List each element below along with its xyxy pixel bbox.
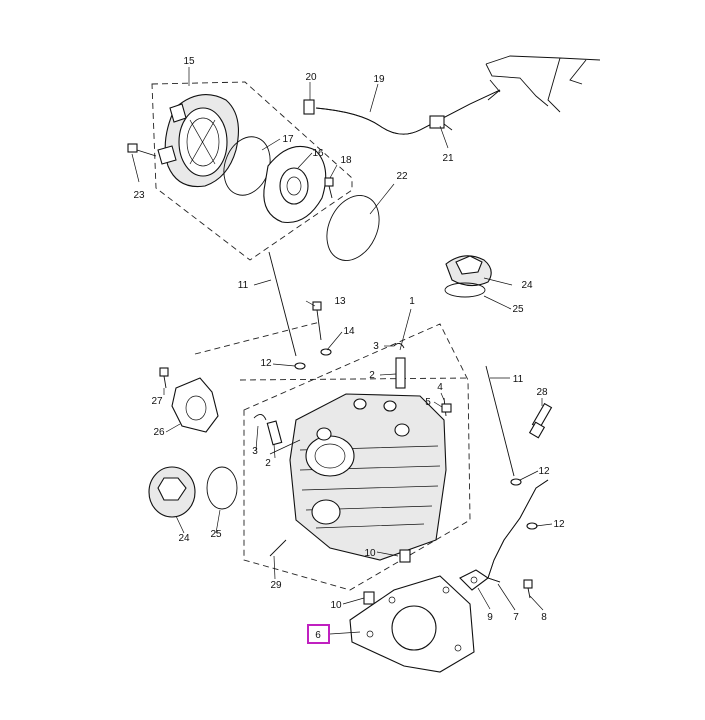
oil-filter-cover-assembly (127, 81, 389, 269)
part-14-washer[interactable] (320, 348, 332, 356)
part-24-plug-left[interactable] (148, 466, 196, 518)
part-10-dowel-b[interactable] (363, 591, 375, 605)
part-8-bolt[interactable] (523, 579, 533, 599)
callout-25-left[interactable]: 25 (210, 529, 222, 540)
callout-labels: 15 20 19 21 17 16 18 23 22 11 13 14 12 1… (133, 56, 565, 641)
part-12-washer-right-a[interactable] (510, 478, 522, 486)
callout-5[interactable]: 5 (425, 397, 431, 408)
callout-27[interactable]: 27 (151, 396, 163, 407)
part-5-nut[interactable] (441, 403, 452, 413)
part-18-bolt[interactable] (324, 177, 334, 199)
part-26-cover[interactable] (171, 377, 219, 433)
part-15-cover-housing[interactable] (157, 94, 239, 188)
part-11-right-stud[interactable] (485, 365, 515, 477)
callout-13[interactable]: 13 (334, 296, 346, 307)
callout-9[interactable]: 9 (487, 612, 493, 623)
callout-21[interactable]: 21 (442, 153, 454, 164)
callout-24-left[interactable]: 24 (178, 533, 190, 544)
part-28-spark-plug[interactable] (528, 402, 553, 439)
part-6-head-gasket[interactable] (349, 575, 475, 673)
callout-12-left[interactable]: 12 (260, 358, 272, 369)
callout-25-top[interactable]: 25 (512, 304, 524, 315)
part-13-bolt[interactable] (312, 301, 322, 341)
part-6-highlight-box (307, 624, 330, 644)
callout-3-top[interactable]: 3 (373, 341, 379, 352)
callout-12-right-b[interactable]: 12 (553, 519, 565, 530)
callout-10-upper[interactable]: 10 (364, 548, 376, 559)
callout-6[interactable]: 6 (315, 630, 321, 641)
callout-19[interactable]: 19 (373, 74, 385, 85)
part-29-stud[interactable] (269, 539, 287, 557)
callout-10-lower[interactable]: 10 (330, 600, 342, 611)
part-2-valve-guide-left[interactable] (266, 420, 283, 446)
oil-pipe-assembly (459, 478, 549, 599)
breather-hose-assembly (303, 55, 601, 135)
part-25-o-ring-left[interactable] (206, 466, 238, 510)
callout-2-top[interactable]: 2 (369, 370, 375, 381)
callout-8[interactable]: 8 (541, 612, 547, 623)
callout-3-left[interactable]: 3 (252, 446, 258, 457)
callout-7[interactable]: 7 (513, 612, 519, 623)
part-2-valve-guide-top[interactable] (395, 357, 406, 389)
callout-26[interactable]: 26 (153, 427, 165, 438)
part-11-left-stud[interactable] (268, 251, 297, 357)
callout-24-top[interactable]: 24 (521, 280, 533, 291)
callout-11-left[interactable]: 11 (238, 280, 249, 291)
callout-18[interactable]: 18 (340, 155, 352, 166)
callout-2-left[interactable]: 2 (265, 458, 271, 469)
callout-29[interactable]: 29 (270, 580, 282, 591)
part-12-washer-left[interactable] (294, 362, 306, 370)
part-23-bolt[interactable] (127, 143, 157, 157)
part-7-oil-pipe[interactable] (487, 479, 549, 583)
part-24-plug-top[interactable] (445, 255, 492, 287)
part-12-washer-right-b[interactable] (526, 522, 538, 530)
callout-28[interactable]: 28 (536, 387, 548, 398)
callout-4[interactable]: 4 (437, 382, 443, 393)
leader-lines (131, 67, 553, 635)
callout-12-right-a[interactable]: 12 (538, 466, 550, 477)
part-20-clip[interactable] (303, 99, 315, 115)
part-3-clip-top[interactable] (393, 343, 405, 349)
part-22-large-o-ring[interactable] (317, 187, 389, 269)
part-1-cylinder-head[interactable] (289, 393, 447, 561)
callout-17[interactable]: 17 (282, 134, 294, 145)
part-9-gasket[interactable] (459, 569, 489, 591)
part-25-o-ring-top[interactable] (444, 282, 486, 298)
part-27-bolt[interactable] (159, 367, 169, 389)
callout-11-right[interactable]: 11 (513, 374, 524, 385)
part-21-clamp[interactable] (429, 115, 453, 131)
callout-16[interactable]: 16 (312, 148, 324, 159)
part-10-dowel-a[interactable] (399, 549, 411, 563)
callout-14[interactable]: 14 (343, 326, 355, 337)
callout-23[interactable]: 23 (133, 190, 145, 201)
callout-20[interactable]: 20 (305, 72, 317, 83)
callout-15[interactable]: 15 (183, 56, 195, 67)
callout-22[interactable]: 22 (396, 171, 408, 182)
callout-1[interactable]: 1 (409, 296, 415, 307)
part-16-plate[interactable] (263, 145, 327, 224)
part-3-clip-left[interactable] (253, 414, 267, 421)
